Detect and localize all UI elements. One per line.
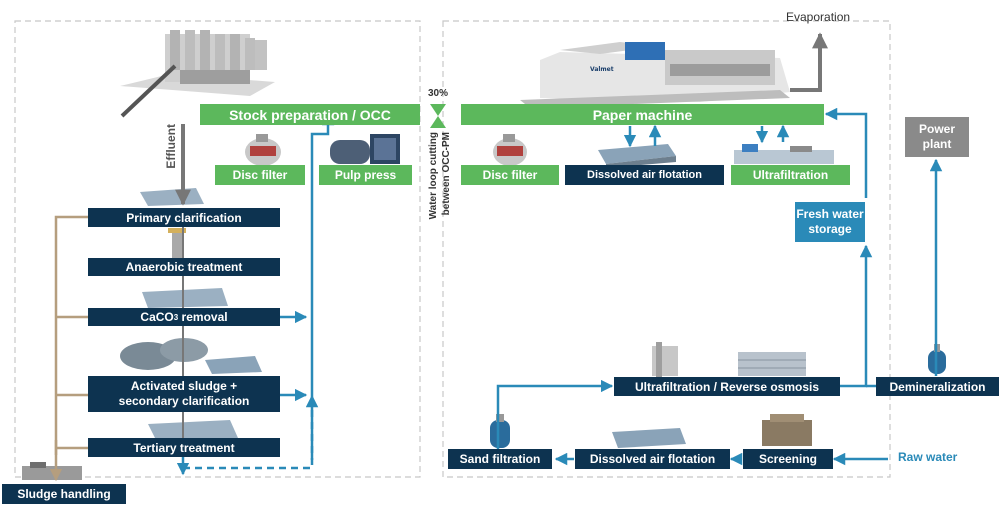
sand-filter-illustration xyxy=(490,414,510,448)
sand-filtration-box: Sand filtration xyxy=(448,449,552,469)
daf-bottom-illustration xyxy=(612,428,686,448)
screening-box: Screening xyxy=(743,449,833,469)
percent-label: 30% xyxy=(428,88,449,99)
tertiary-illustration xyxy=(148,420,238,440)
fresh-water-line1: Fresh water xyxy=(796,207,864,221)
raw-water-flow xyxy=(496,107,943,466)
power-plant-line2: plant xyxy=(922,137,952,151)
ultrafiltration-top-box: Ultrafiltration xyxy=(731,165,850,185)
primary-clarification-box: Primary clarification xyxy=(88,208,280,227)
daf-top-box: Dissolved air flotation xyxy=(565,165,724,185)
pulp-press-box: Pulp press xyxy=(319,165,412,185)
pulp-press-illustration xyxy=(330,134,400,164)
evaporation-arrow xyxy=(790,32,828,92)
anaerobic-reactor-illustration xyxy=(168,228,186,258)
daf-bottom-box: Dissolved air flotation xyxy=(575,449,730,469)
sludge-handling-box: Sludge handling xyxy=(2,484,126,504)
disc-filter-right-box: Disc filter xyxy=(461,165,559,185)
sludge-lines xyxy=(49,215,88,482)
disc-filter-left-box: Disc filter xyxy=(215,165,305,185)
occ-plant-illustration xyxy=(120,30,275,118)
sludge-handling-illustration xyxy=(22,462,82,480)
raw-water-label: Raw water xyxy=(898,450,958,464)
water-loop-cut-symbol xyxy=(430,104,446,128)
pm-arrows xyxy=(623,124,790,148)
power-plant-line1: Power xyxy=(918,122,955,136)
caco3-label: CaCO xyxy=(140,310,174,324)
fresh-water-line2: storage xyxy=(808,222,852,236)
left-region-border xyxy=(14,20,421,478)
caco3-subscript: 3 xyxy=(173,312,179,322)
uf-ro-box: Ultrafiltration / Reverse osmosis xyxy=(614,377,840,396)
activated-sludge-line2: secondary clarification xyxy=(118,394,250,408)
activated-sludge-line1: Activated sludge + xyxy=(130,379,238,393)
primary-clarifier-illustration xyxy=(140,188,204,206)
activated-sludge-illustration xyxy=(120,338,262,374)
water-loop-label-line1: Water loop cutting xyxy=(428,132,439,220)
paper-machine-illustration: Valmet xyxy=(520,42,790,108)
paper-machine-box: Paper machine xyxy=(461,104,824,125)
valmet-logo: Valmet xyxy=(590,66,614,73)
uf-top-illustration xyxy=(734,144,834,164)
demineralization-box: Demineralization xyxy=(876,377,999,396)
anaerobic-treatment-box: Anaerobic treatment xyxy=(88,258,280,276)
caco3-removal-label: removal xyxy=(178,310,228,324)
screening-illustration xyxy=(762,414,812,446)
tertiary-treatment-box: Tertiary treatment xyxy=(88,438,280,457)
fresh-water-storage-box: Fresh water storage xyxy=(795,202,865,242)
disc-filter-right-illustration xyxy=(493,134,527,166)
stock-preparation-box: Stock preparation / OCC xyxy=(200,104,420,125)
ufro-illustration xyxy=(652,342,806,378)
disc-filter-left-illustration xyxy=(245,134,281,166)
power-plant-box: Power plant xyxy=(905,117,969,157)
effluent-label: Effluent xyxy=(164,124,178,169)
evaporation-label: Evaporation xyxy=(786,10,851,24)
water-loop-label-line2: between OCC-PM xyxy=(441,132,452,216)
caco3-illustration xyxy=(142,288,228,308)
right-region-border xyxy=(442,20,891,478)
activated-sludge-box: Activated sludge + secondary clarificati… xyxy=(88,376,280,412)
